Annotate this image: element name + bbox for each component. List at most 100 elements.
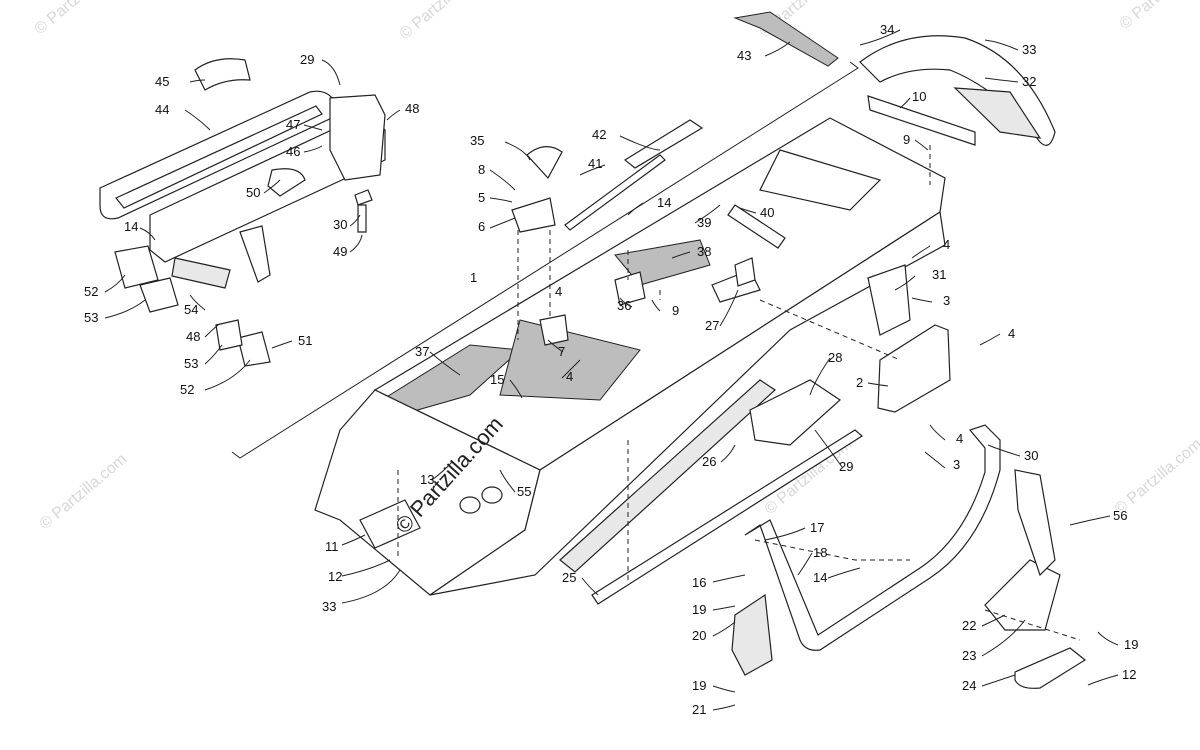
leader	[911, 245, 931, 259]
leader	[341, 569, 401, 604]
callout-24: 24	[962, 678, 976, 693]
callout-10: 10	[912, 89, 926, 104]
callout-25: 25	[562, 570, 576, 585]
leader	[924, 451, 946, 469]
leader-lines	[104, 29, 1119, 711]
tunnel-center-area	[499, 319, 641, 401]
leader	[204, 359, 251, 391]
rack-bracket-right	[329, 94, 386, 181]
leader	[489, 197, 513, 203]
leader	[489, 169, 516, 191]
leader	[712, 704, 736, 711]
callout-11: 11	[325, 539, 339, 554]
leader	[809, 357, 831, 396]
leader	[911, 297, 933, 303]
leader	[509, 379, 523, 399]
watermark-corner: © Partzilla	[1117, 0, 1184, 33]
callout-39: 39	[697, 215, 711, 230]
callout-53: 53	[184, 356, 198, 371]
grab-strap-40	[727, 204, 786, 249]
callout-7: 7	[558, 344, 565, 359]
tunnel-hole-right	[481, 486, 503, 504]
callout-6: 6	[478, 219, 485, 234]
bracket-10	[867, 95, 976, 146]
leader	[1069, 515, 1111, 526]
leader	[984, 77, 1019, 83]
leader	[204, 324, 219, 338]
callout-9: 9	[903, 132, 910, 147]
leader	[671, 251, 691, 259]
callout-43: 43	[737, 48, 751, 63]
callout-3: 3	[953, 457, 960, 472]
leader	[263, 179, 281, 194]
heat-exchanger-28	[749, 379, 841, 446]
leader	[431, 461, 453, 481]
callout-48: 48	[186, 329, 200, 344]
callout-3: 3	[943, 293, 950, 308]
rack-bolt-49	[357, 204, 367, 233]
rear-rack-assembly	[99, 58, 386, 367]
step-24	[1014, 647, 1087, 689]
callout-38: 38	[697, 244, 711, 259]
snowflap-43	[733, 11, 839, 67]
callout-19: 19	[692, 602, 706, 617]
callout-13: 13	[420, 472, 434, 487]
leader	[499, 469, 516, 493]
bracket-27	[734, 257, 756, 287]
leader	[651, 299, 661, 312]
callout-41: 41	[588, 156, 602, 171]
rack-mount-52-lower	[237, 331, 271, 367]
rack-strap-50	[267, 168, 306, 197]
callout-30: 30	[333, 217, 347, 232]
leader	[739, 207, 757, 214]
leader	[627, 202, 644, 216]
bracket-20	[731, 593, 773, 676]
pad-7	[539, 314, 569, 346]
leader	[981, 619, 1026, 657]
callout-14: 14	[124, 219, 138, 234]
callout-54: 54	[184, 302, 198, 317]
rack-mount-53-lower	[215, 319, 243, 351]
rack-leg	[239, 225, 271, 283]
leader	[814, 429, 843, 468]
callout-29: 29	[300, 52, 314, 67]
leader	[619, 297, 633, 308]
leader	[712, 574, 746, 583]
leader	[189, 294, 206, 311]
leader	[189, 79, 206, 83]
callout-4: 4	[956, 431, 963, 446]
callout-53: 53	[84, 310, 98, 325]
leader	[1087, 674, 1119, 686]
leader	[987, 444, 1021, 457]
callout-52: 52	[84, 284, 98, 299]
callout-21: 21	[692, 702, 706, 717]
callout-31: 31	[932, 267, 946, 282]
leader	[303, 145, 323, 153]
bumper-11	[359, 499, 421, 549]
callout-33: 33	[322, 599, 336, 614]
leader	[561, 359, 581, 379]
leader	[489, 217, 516, 229]
callout-2: 2	[856, 375, 863, 390]
alignment-lines	[397, 145, 1081, 641]
bracket-36	[614, 271, 646, 306]
leader	[349, 234, 363, 253]
leader	[859, 29, 901, 46]
leader	[139, 227, 156, 241]
callout-28: 28	[828, 350, 842, 365]
callout-49: 49	[333, 244, 347, 259]
callout-15: 15	[490, 372, 504, 387]
running-board-assembly	[731, 424, 1087, 689]
leader	[271, 340, 293, 349]
leader	[547, 339, 564, 353]
leader	[712, 685, 736, 693]
leader	[981, 674, 1016, 687]
callout-44: 44	[155, 102, 169, 117]
align-line	[984, 609, 1081, 641]
callout-45: 45	[155, 74, 169, 89]
leader	[341, 559, 391, 577]
callout-30: 30	[1024, 448, 1038, 463]
leader	[694, 204, 721, 224]
callout-34: 34	[880, 22, 894, 37]
callout-14: 14	[813, 570, 827, 585]
